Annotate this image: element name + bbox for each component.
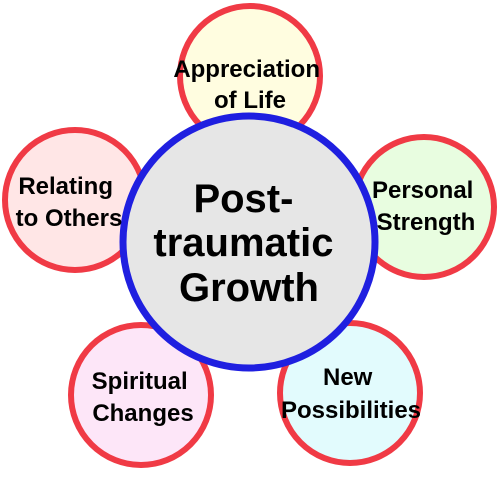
center-label: Post- traumatic Growth	[153, 177, 344, 310]
node-label-personal: Personal Strength	[372, 177, 480, 236]
node-label-relating: Relating to Others	[16, 173, 123, 232]
center-label-line-2: traumatic	[153, 221, 333, 265]
node-label-appreciation-line-2: of Life	[214, 87, 286, 114]
node-label-appreciation: Appreciation of Life	[173, 56, 326, 114]
node-circle-spiritual	[68, 322, 214, 468]
node-label-personal-line-1: Personal	[372, 177, 473, 204]
center-label-line-3: Growth	[179, 266, 319, 310]
node-label-possibilities-line-1: New	[323, 364, 373, 391]
node-label-spiritual-line-2: Changes	[92, 400, 193, 427]
node-label-spiritual: Spiritual Changes	[92, 368, 195, 427]
node-label-possibilities-line-2: Possibilities	[281, 397, 421, 424]
node-label-personal-line-2: Strength	[377, 209, 476, 236]
node-label-relating-line-2: to Others	[16, 205, 123, 232]
center-label-line-1: Post-	[193, 177, 293, 221]
center-circle	[119, 112, 379, 372]
node-label-appreciation-line-1: Appreciation	[173, 56, 320, 83]
node-label-spiritual-line-1: Spiritual	[92, 368, 188, 395]
node-label-relating-line-1: Relating	[18, 173, 113, 200]
node-label-possibilities: New Possibilities	[281, 364, 421, 424]
